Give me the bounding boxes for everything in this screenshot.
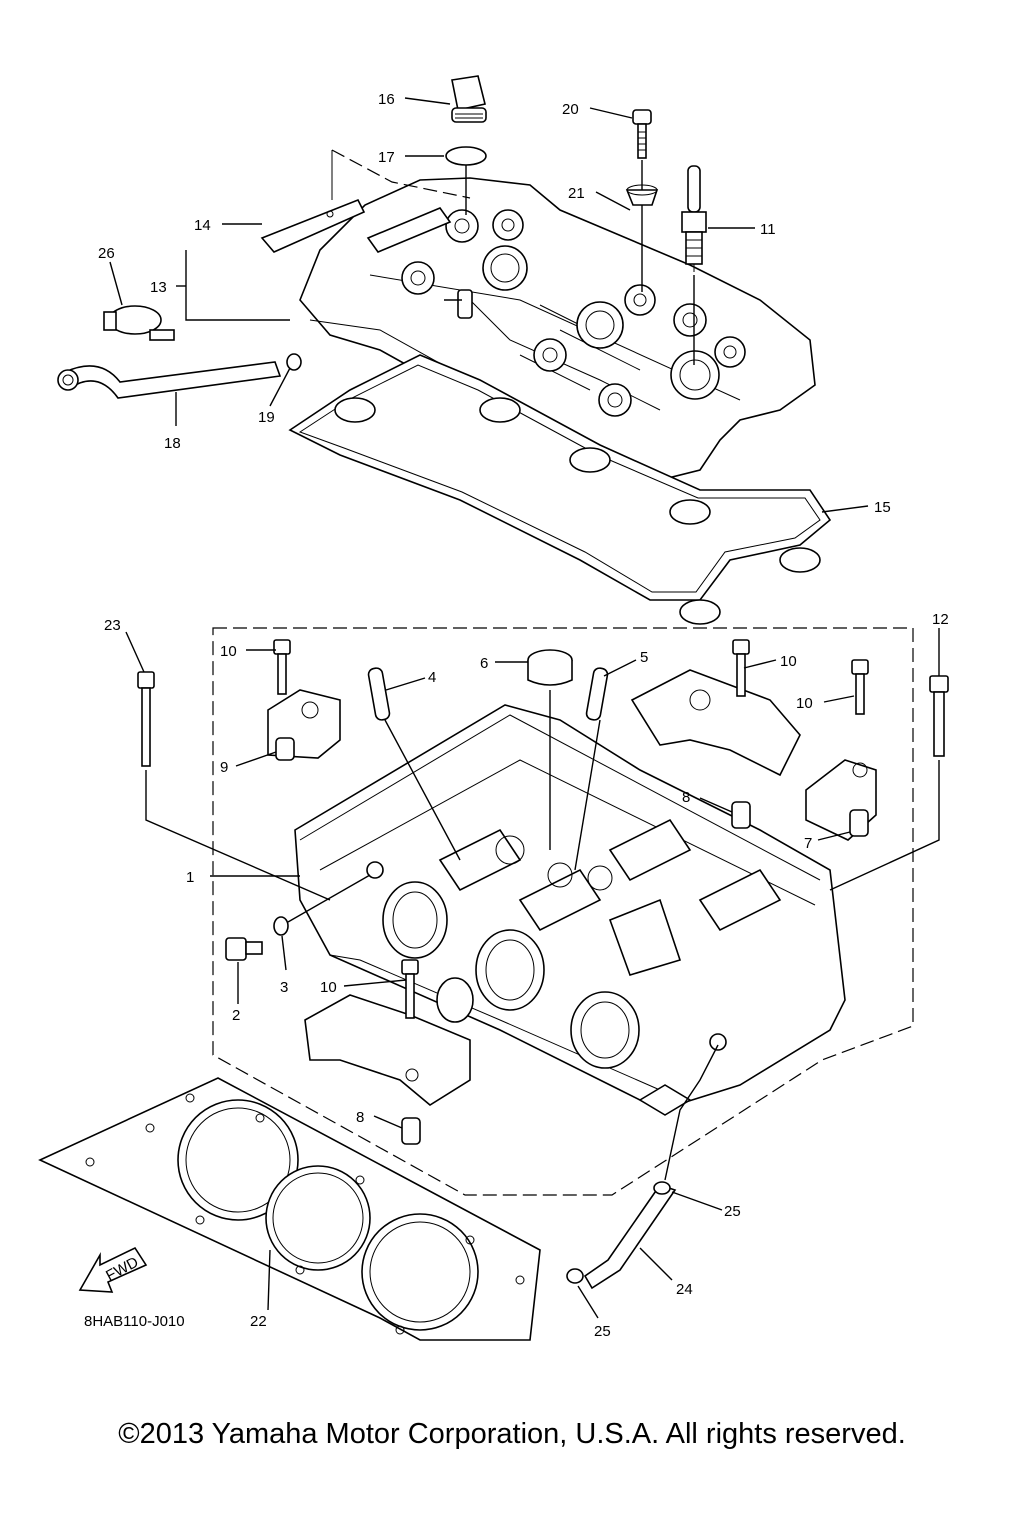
dowel-9 [275,737,295,761]
callout-11: 11 [760,221,776,238]
bolt-2 [225,937,263,961]
callout-21: 21 [568,185,585,202]
callout-24: 24 [676,1281,693,1298]
breather-hose [57,361,282,399]
cap-bolt-4 [401,959,419,1019]
callout-4: 4 [428,669,436,686]
cap-bolt-2 [732,639,750,697]
o-ring [445,146,487,166]
hose-clip-upper [653,1181,671,1195]
callout-12: 12 [932,611,949,628]
callout-14: 14 [194,217,211,234]
camshaft-cap-rear [630,669,801,777]
hose-clamp [103,305,175,341]
callout-10-a: 10 [220,643,237,660]
diagram-code: 8HAB110-J010 [84,1313,185,1330]
cap-bolt-3 [851,659,869,715]
callout-15: 15 [874,499,891,516]
cylinder-head-cover [299,177,816,481]
camshaft-cap-front [304,994,471,1106]
callout-18: 18 [164,435,181,452]
callout-3: 3 [280,979,288,996]
cap-bolt-1 [273,639,291,695]
cylinder-head-gasket [38,1077,541,1341]
spark-plug [681,165,707,272]
callout-7: 7 [804,835,812,852]
callout-25-b: 25 [594,1323,611,1340]
callout-5: 5 [640,649,648,666]
grommet [625,184,659,206]
head-cover-gasket [288,354,832,625]
dowel-8a [731,801,751,829]
callout-labels: 16 17 20 21 11 26 14 13 18 19 15 23 12 1… [84,91,949,1340]
copyright-notice: ©2013 Yamaha Motor Corporation, U.S.A. A… [118,1418,906,1450]
callout-25-a: 25 [724,1203,741,1220]
callout-26: 26 [98,245,115,262]
callout-10-b: 10 [780,653,797,670]
callout-22: 22 [250,1313,267,1330]
fwd-arrow-icon: FWD [78,1246,148,1293]
cylinder-head-assembly-boundary [212,627,914,1196]
callout-16: 16 [378,91,395,108]
callout-8-b: 8 [356,1109,364,1126]
callout-19: 19 [258,409,275,426]
leader-lines [109,97,940,1319]
oil-filler-cap [451,75,487,123]
head-bolt-23 [137,671,155,767]
dowel-pin-5 [585,667,609,721]
callout-10-d: 10 [320,979,337,996]
dowel-pin-4 [367,667,391,721]
breather-hose-lower [583,1184,677,1290]
hose-clip-lower [566,1268,584,1284]
callout-13: 13 [150,279,167,296]
callout-17: 17 [378,149,395,166]
cylinder-head [294,704,846,1116]
dowel-7 [849,809,869,837]
callout-6: 6 [480,655,488,672]
callout-9: 9 [220,759,228,776]
cover-bolt [632,109,652,159]
callout-23: 23 [104,617,121,634]
callout-2: 2 [232,1007,240,1024]
dowel-8b [401,1117,421,1145]
callout-20: 20 [562,101,579,118]
washer-3 [273,916,289,936]
callout-8-a: 8 [682,789,690,806]
callout-1: 1 [186,869,194,886]
callout-10-c: 10 [796,695,813,712]
plug-6 [527,649,573,686]
cover-plate [260,198,452,253]
hose-clip [286,353,302,371]
head-bolt-long [929,675,949,757]
